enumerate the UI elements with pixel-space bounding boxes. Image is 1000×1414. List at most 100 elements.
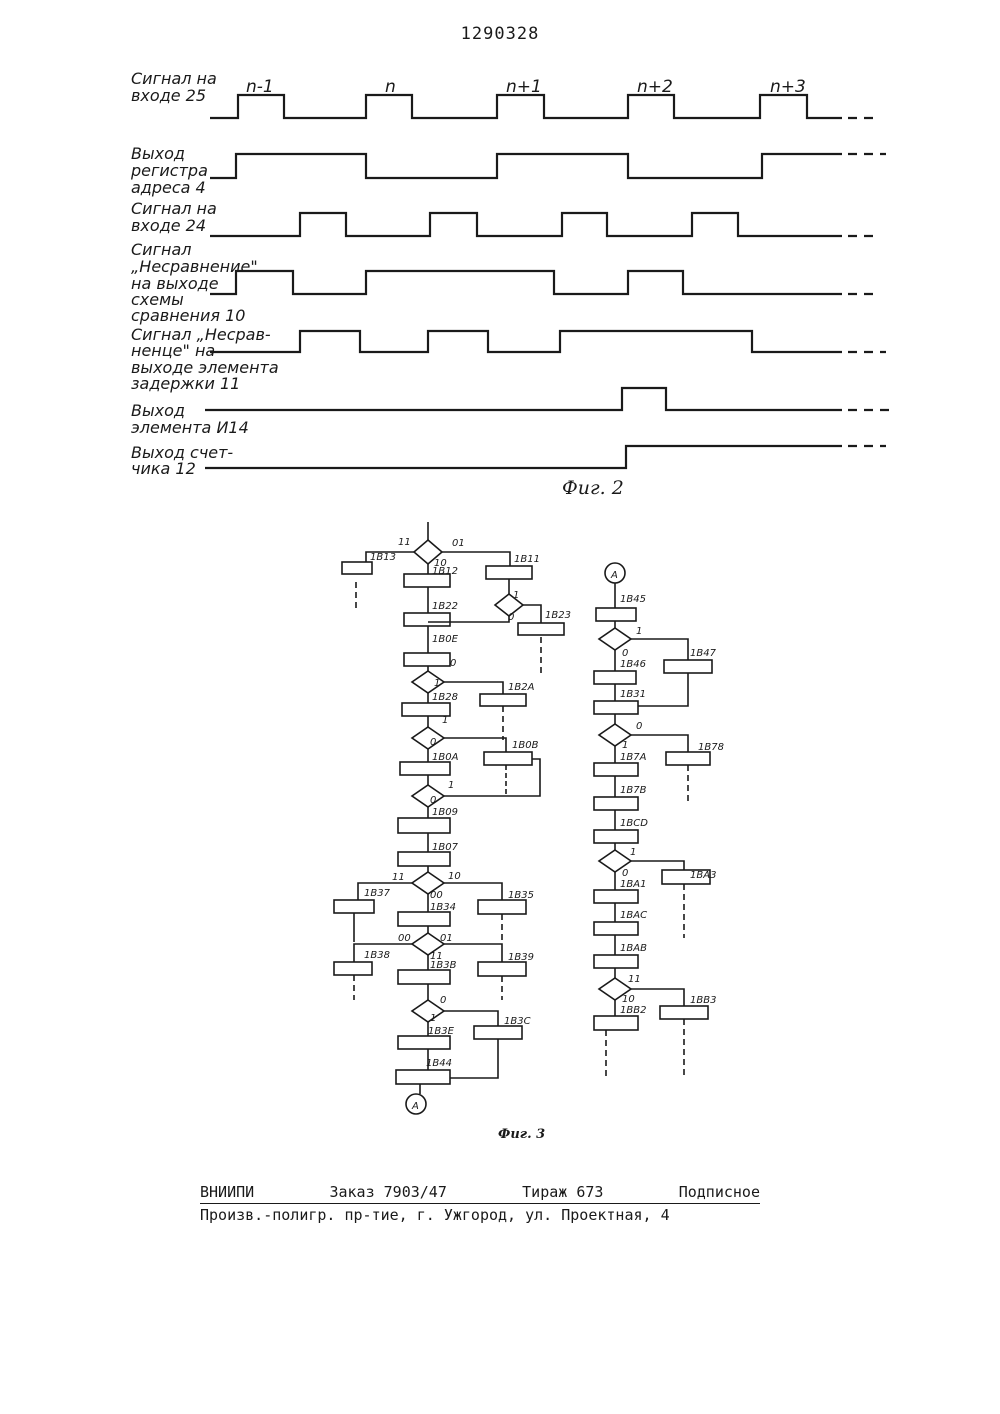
- block-label: 1B34: [430, 902, 456, 913]
- branch-label: 1: [434, 678, 440, 689]
- block-label: 1B23: [545, 610, 571, 621]
- block-label: 1B46: [620, 659, 646, 670]
- branch-label: 1: [636, 626, 642, 637]
- figure-caption: Фиг. 2: [562, 477, 624, 499]
- decision-diamond: [412, 785, 444, 807]
- waveform-mismatch-delay: [210, 331, 842, 352]
- branch-label: 10: [434, 558, 447, 569]
- block-label: 1B0E: [432, 634, 459, 645]
- branch-label: 1: [622, 740, 628, 751]
- pulse-label: n: [385, 77, 396, 97]
- process-block: [404, 613, 450, 626]
- process-block: [334, 962, 372, 975]
- imprint-subscription: Подписное: [679, 1183, 760, 1201]
- waveform-mismatch-comparator: [210, 271, 842, 294]
- branch-label: 0: [622, 868, 628, 879]
- branch-label: 0: [508, 612, 514, 623]
- branch-label: 11: [430, 951, 443, 962]
- block-label: 1BB2: [620, 1005, 646, 1016]
- imprint-row: ВНИИПИ Заказ 7903/47 Тираж 673 Подписное: [200, 1183, 760, 1204]
- process-block: [398, 912, 450, 926]
- connector-label: A: [411, 1101, 419, 1112]
- signal-label: входе 24: [131, 216, 206, 235]
- decision-diamond: [599, 628, 631, 650]
- block-label: 1B47: [690, 648, 717, 659]
- block-label: 1B3E: [428, 1026, 455, 1037]
- process-block: [396, 1070, 450, 1084]
- branch-label: 0: [622, 648, 628, 659]
- timing-diagram: n-1 n n+1 n+2 n+3 Сигнал на входе 25 Вых…: [0, 0, 1000, 510]
- process-block: [342, 562, 372, 574]
- block-label: 1BAB: [620, 943, 647, 954]
- branch-label: 10: [448, 871, 461, 882]
- waveform-and-14: [205, 388, 842, 410]
- block-label: 1B3C: [504, 1016, 531, 1027]
- block-label: 1BA3: [690, 870, 716, 881]
- block-label: 1B7A: [620, 752, 647, 763]
- block-label: 1B07: [432, 842, 459, 853]
- process-block: [398, 1036, 450, 1049]
- imprint-address: Произв.-полигр. пр-тие, г. Ужгород, ул. …: [200, 1204, 760, 1224]
- process-block: [398, 818, 450, 833]
- process-block: [486, 566, 532, 579]
- branch-label: 1: [430, 1013, 436, 1024]
- process-block: [480, 694, 526, 706]
- process-block: [334, 900, 374, 913]
- process-block: [594, 797, 638, 810]
- branch-label: 1: [630, 847, 636, 858]
- process-block: [398, 970, 450, 984]
- process-block: [664, 660, 712, 673]
- block-label: 1B38: [364, 950, 390, 961]
- process-block: [594, 671, 636, 684]
- imprint-org: ВНИИПИ: [200, 1183, 254, 1201]
- process-block: [398, 852, 450, 866]
- signal-label: чика 12: [131, 459, 196, 478]
- process-block: [660, 1006, 708, 1019]
- branch-label: 0: [430, 737, 436, 748]
- process-block: [478, 900, 526, 914]
- signal-label: адреса 4: [131, 178, 206, 197]
- process-block: [594, 830, 638, 843]
- connector-label: A: [610, 570, 618, 581]
- process-block: [594, 701, 638, 714]
- branch-label: 0: [440, 995, 446, 1006]
- block-label: 1B22: [432, 601, 458, 612]
- branch-label: 0: [430, 795, 436, 806]
- pulse-label: n+2: [637, 77, 673, 97]
- block-label: 1BB3: [690, 995, 716, 1006]
- figure-caption: Фиг. 3: [498, 1127, 545, 1142]
- pulse-label: n-1: [246, 77, 274, 97]
- branch-label: 11: [628, 974, 641, 985]
- process-block: [594, 922, 638, 935]
- block-label: 1B35: [508, 890, 534, 901]
- process-block: [400, 762, 450, 775]
- branch-label: 1: [442, 715, 448, 726]
- process-block: [666, 752, 710, 765]
- signal-label: элемента И14: [131, 418, 249, 437]
- block-label: 1B0B: [512, 740, 539, 751]
- branch-label: 1: [513, 590, 519, 601]
- block-label: 1B0A: [432, 752, 459, 763]
- imprint: ВНИИПИ Заказ 7903/47 Тираж 673 Подписное…: [200, 1183, 760, 1224]
- block-label: 1B31: [620, 689, 646, 700]
- branch-label: 11: [392, 872, 405, 883]
- branch-label: 11: [398, 537, 411, 548]
- block-label: 1B7B: [620, 785, 647, 796]
- branch-label: 10: [622, 994, 635, 1005]
- pulse-label: n+1: [506, 77, 542, 97]
- imprint-circulation: Тираж 673: [522, 1183, 603, 1201]
- block-label: 1B28: [432, 692, 458, 703]
- block-label: 1BAC: [620, 910, 647, 921]
- block-label: 1B37: [364, 888, 391, 899]
- process-block: [474, 1026, 522, 1039]
- process-block: [518, 623, 564, 635]
- branch-label: 0: [636, 721, 642, 732]
- process-block: [594, 763, 638, 776]
- process-block: [594, 955, 638, 968]
- flowchart: A A 1B13 1B12 1B11 1B22 1B23 1B0E 1B2A 1…: [0, 510, 1000, 1150]
- branch-label: 01: [440, 933, 453, 944]
- decision-diamond: [412, 727, 444, 749]
- signal-label: входе 25: [131, 86, 206, 105]
- process-block: [596, 608, 636, 621]
- imprint-order: Заказ 7903/47: [329, 1183, 446, 1201]
